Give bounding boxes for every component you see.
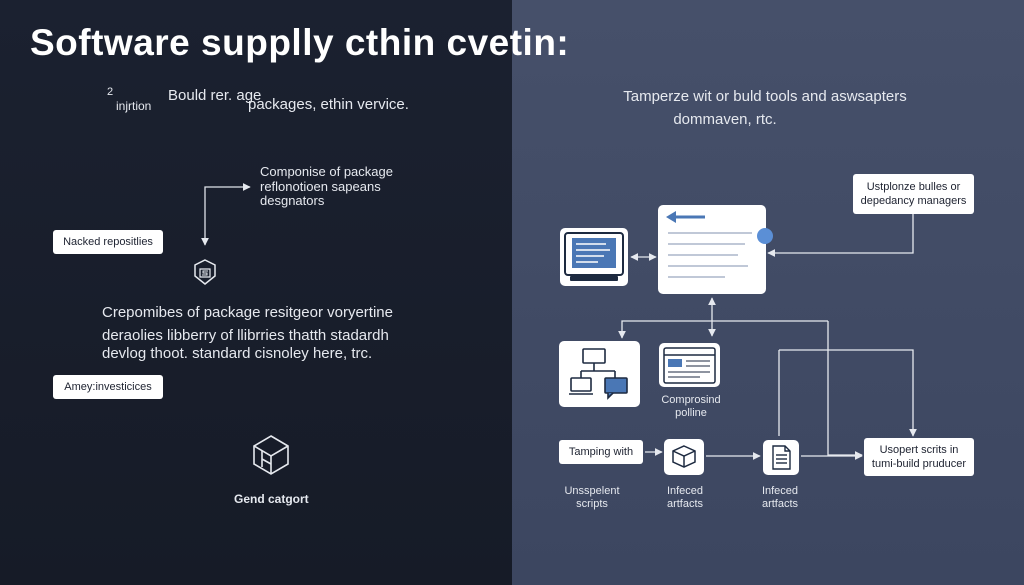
build-tools-box: Ustplonze bulles or depedancy managers [853, 174, 974, 214]
paragraph-line-2: deraolies libberry of llibrries thatth s… [102, 327, 389, 344]
build-tools-line-1: Ustplonze bulles or [866, 181, 961, 193]
packages-label: packages, ethin vervice. [248, 96, 409, 113]
document-icon [666, 211, 752, 278]
cube-icon [253, 435, 289, 475]
injection-label: injrtion [116, 99, 152, 113]
status-dot-icon [757, 228, 773, 244]
compromised-caption-2: polline [675, 407, 707, 419]
right-top-line-1: Tamperze wit or buld tools and aswsapter… [623, 88, 907, 105]
compromised-caption-1: Comprosind [661, 394, 721, 406]
page-title: Software supplly cthin cvetin: [30, 22, 570, 63]
usoperat-line-2: tumi-build pruducer [871, 458, 967, 470]
paragraph-line-3: devlog thoot. standard cisnoley here, tr… [102, 345, 373, 362]
hacked-repositories-box: Nacked repositlies [53, 230, 163, 254]
compromise-line-3: desgnators [260, 193, 325, 208]
build-label: Bould rer. age [168, 87, 262, 104]
build-tools-line-2: depedancy managers [860, 195, 967, 207]
right-panel [512, 0, 1024, 585]
network-icon [569, 348, 628, 400]
unspelent-line-1: Unsspelent [564, 485, 620, 497]
infected-1-line-2: artfacts [666, 498, 704, 510]
compromise-line-1: Componise of package [260, 164, 393, 179]
pipeline-window-icon [663, 347, 716, 384]
left-panel [0, 0, 512, 585]
step-number: 2 [107, 86, 114, 98]
infected-1-line-1: Infeced [666, 485, 704, 497]
compromise-line-2: reflonotioen sapeans [260, 179, 381, 194]
tamping-box: Tamping with [559, 440, 643, 464]
monitor-icon [564, 232, 624, 281]
infected-2-line-2: artfacts [761, 498, 799, 510]
right-connectors [618, 214, 917, 460]
file-icon [772, 445, 791, 470]
right-top-line-2: dommaven, rtc. [673, 111, 777, 128]
usoperat-line-1: Usopert scrits in [879, 444, 959, 456]
left-connector-arrow [201, 183, 251, 246]
paragraph-line-1: Crepomibes of package resitgeor voryerti… [102, 304, 393, 321]
shield-icon [194, 259, 216, 285]
unspelent-line-2: scripts [576, 498, 608, 510]
usoperat-box: Usopert scrits in tumi-build pruducer [864, 438, 974, 476]
army-investigations-box: Amey:investicices [53, 375, 163, 399]
network-card [559, 341, 640, 407]
infected-2-line-1: Infeced [761, 485, 799, 497]
package-icon [672, 445, 696, 468]
general-category-label: Gend catgort [234, 492, 309, 506]
